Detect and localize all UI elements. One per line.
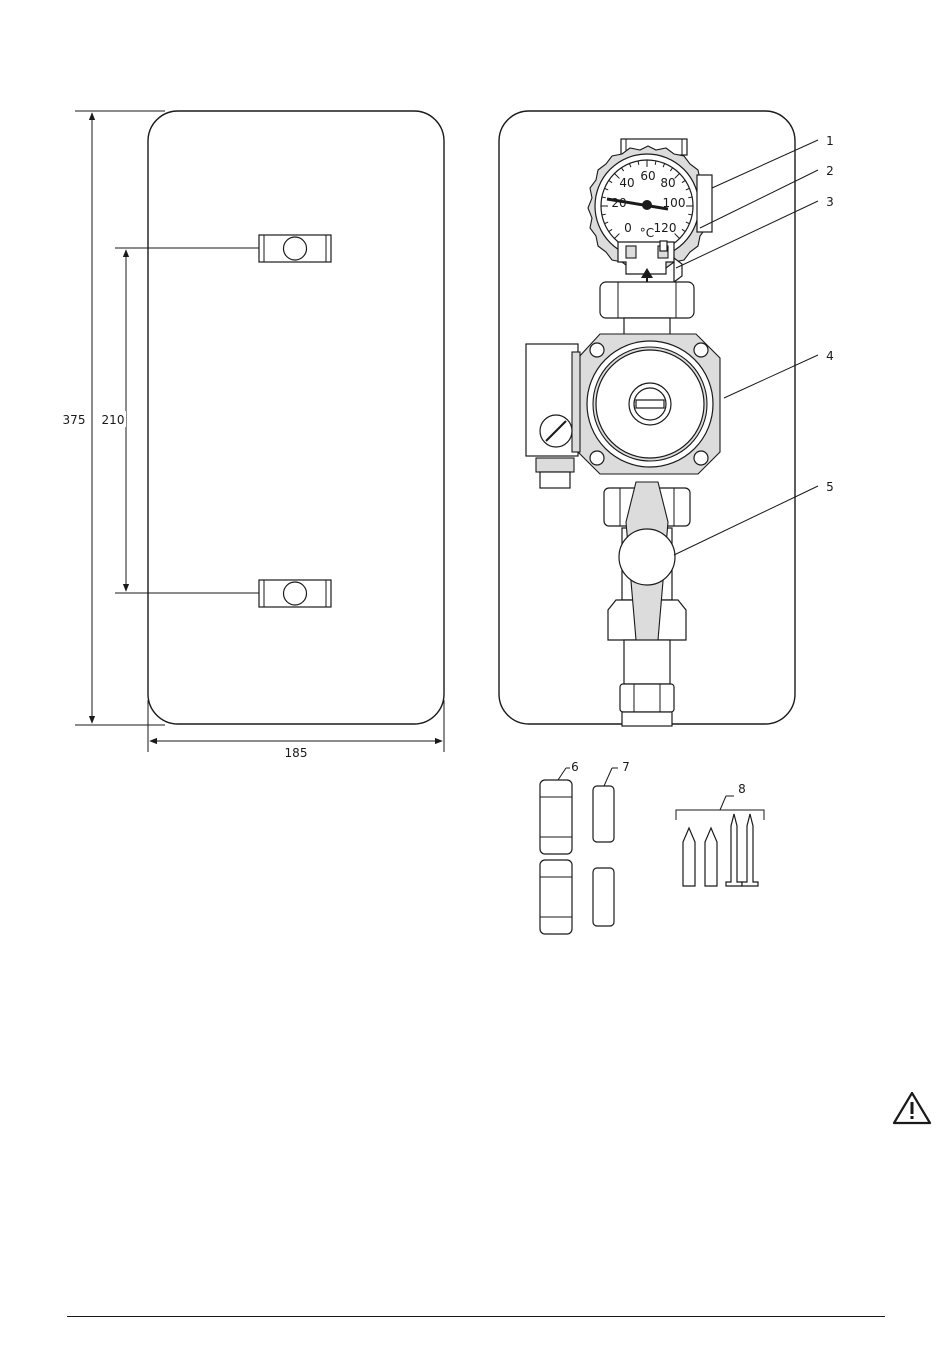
wall-plug-1 [683, 828, 695, 886]
dim-total-height: 375 [63, 413, 86, 427]
circulator-pump [578, 334, 720, 474]
terminal-box [526, 344, 580, 488]
callout-3: 3 [826, 195, 834, 209]
warning-triangle-icon [892, 1091, 932, 1125]
fixing-kit [676, 796, 764, 886]
callout-5: 5 [826, 480, 834, 494]
union-nut-accessory-top [540, 780, 572, 854]
bottom-connection [620, 640, 674, 726]
gasket-top [593, 786, 614, 842]
gauge-label-60: 60 [640, 169, 655, 183]
mounting-template: 375 210 185 [62, 111, 444, 760]
footer-rule [67, 1316, 885, 1317]
callout-2: 2 [826, 164, 834, 178]
upper-union-nut [600, 282, 694, 336]
screw-2 [742, 814, 758, 886]
accessories: 6 7 8 [540, 760, 764, 934]
dim-bracket-spacing: 210 [102, 413, 125, 427]
callout-1: 1 [826, 134, 834, 148]
wall-plug-2 [705, 828, 717, 886]
gauge-label-80: 80 [660, 176, 675, 190]
callout-7: 7 [622, 760, 630, 774]
screw-1 [726, 814, 742, 886]
callout-4: 4 [826, 349, 834, 363]
template-outline [148, 111, 444, 724]
dim-width: 185 [285, 746, 308, 760]
callout-8: 8 [738, 782, 746, 796]
pump-group: 0 20 40 60 80 100 120 °C [499, 111, 834, 726]
union-nut-accessory-bottom [540, 860, 572, 934]
gauge-label-120: 120 [654, 221, 677, 235]
upper-bracket [259, 235, 331, 262]
callout-6: 6 [571, 760, 579, 774]
gauge-label-40: 40 [619, 176, 634, 190]
gauge-unit: °C [640, 226, 654, 240]
gasket-bottom [593, 868, 614, 926]
lower-bracket [259, 580, 331, 607]
gauge-label-0: 0 [624, 221, 632, 235]
